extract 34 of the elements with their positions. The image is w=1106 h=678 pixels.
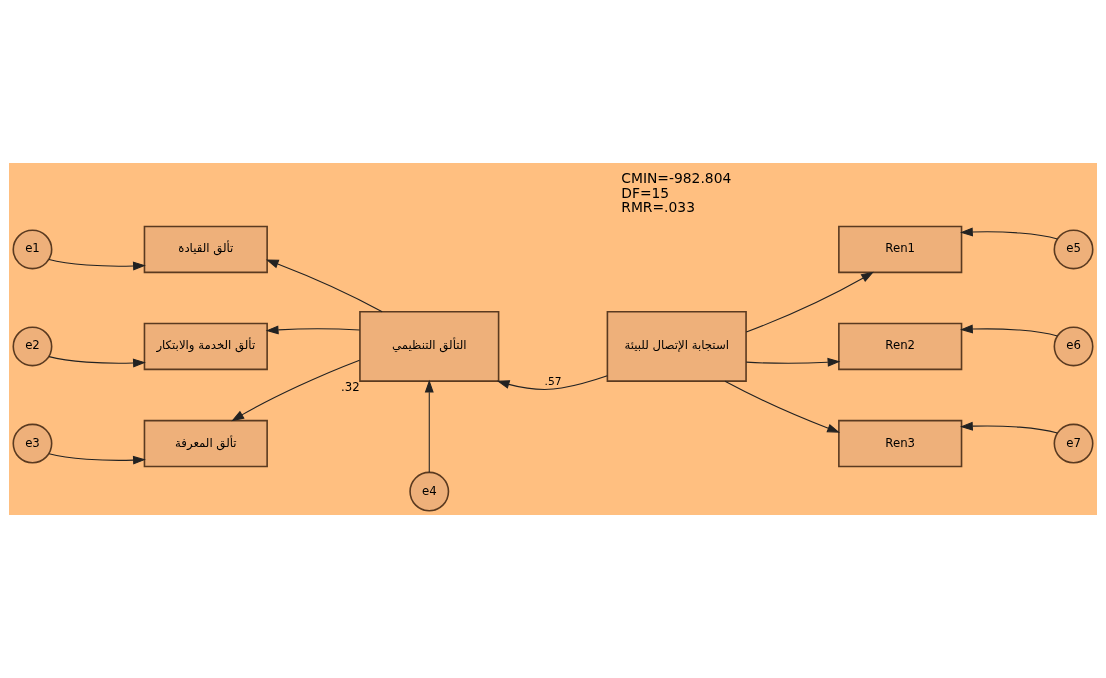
- node-circle: e5: [1053, 229, 1094, 270]
- node-box: التألق التنظيمي: [359, 311, 500, 382]
- node-circle: e1: [12, 229, 53, 270]
- node-box: Ren2: [838, 322, 963, 371]
- arrow: [231, 359, 361, 422]
- node-box: تألق المعرفة: [143, 419, 268, 468]
- arrow: [960, 421, 1058, 434]
- arrow: [265, 259, 383, 313]
- label: RMR=.033: [621, 199, 695, 216]
- arrow: [424, 379, 434, 473]
- node-box: استجابة الإتصال للبيئة: [606, 311, 747, 382]
- edge-label: .57: [544, 374, 562, 388]
- arrow: [960, 227, 1058, 240]
- arrow: [745, 357, 841, 367]
- node-box: Ren1: [838, 225, 963, 274]
- node-circle: e6: [1053, 326, 1094, 367]
- node-label: .32: [341, 379, 360, 394]
- arrow: [48, 259, 146, 271]
- node-box: Ren3: [838, 419, 963, 468]
- arrow: [745, 271, 874, 333]
- arrow: [496, 375, 608, 391]
- arrow: [48, 453, 146, 465]
- arrow: [724, 380, 841, 433]
- node-circle: e2: [12, 326, 53, 367]
- arrow: [48, 356, 146, 368]
- node-circle: e4: [409, 471, 450, 512]
- node-circle: e3: [12, 423, 53, 464]
- label: CMIN=-982.804: [621, 169, 732, 186]
- arrow: [265, 325, 361, 335]
- node-box: تألق القيادة: [143, 225, 268, 274]
- node-box: تألق الخدمة والابتكار: [143, 322, 268, 371]
- arrow: [960, 324, 1058, 337]
- node-circle: e7: [1053, 423, 1094, 464]
- label: DF=15: [621, 184, 670, 201]
